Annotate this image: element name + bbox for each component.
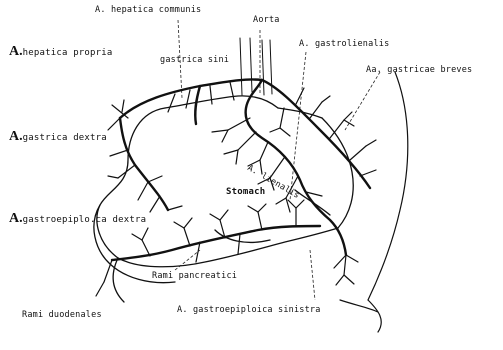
label-gastricae-breves: Aa. gastricae breves <box>366 66 472 75</box>
label-gastrica-dextra-text: gastrica dextra <box>23 133 107 143</box>
label-hepatica-propria: A.hepatica propria <box>9 40 113 60</box>
aorta-vessel <box>240 38 272 95</box>
label-gastrica-dextra: A.gastrica dextra <box>9 125 107 145</box>
label-hepatica-communis: A. hepatica communis <box>95 6 201 15</box>
label-gastroepiploica-dextra-prefix: A. <box>9 211 23 226</box>
label-rami-duodenales: Rami duodenales <box>22 311 102 320</box>
label-gastroepiploica-dextra: A.gastroepiplo.ca dextra <box>9 207 146 227</box>
label-gastroepiploica-sinistra: A. gastroepiploica sinistra <box>177 306 321 315</box>
label-stomach: Stomach <box>226 188 265 197</box>
label-gastroepiploica-dextra-text: gastroepiplo.ca dextra <box>23 215 147 225</box>
label-rami-pancreatici: Rami pancreatici <box>152 272 237 281</box>
label-aorta: Aorta <box>253 16 280 25</box>
label-gastrica-dextra-prefix: A. <box>9 129 23 144</box>
label-gastrica-sinistra: gastrica sini <box>160 56 229 65</box>
spleen-outline <box>340 72 408 332</box>
label-hepatica-propria-text: hepatica propria <box>23 48 113 58</box>
label-hepatica-propria-prefix: A. <box>9 44 23 59</box>
artery-main <box>112 79 370 260</box>
label-gastrolienalis: A. gastrolienalis <box>299 40 389 49</box>
